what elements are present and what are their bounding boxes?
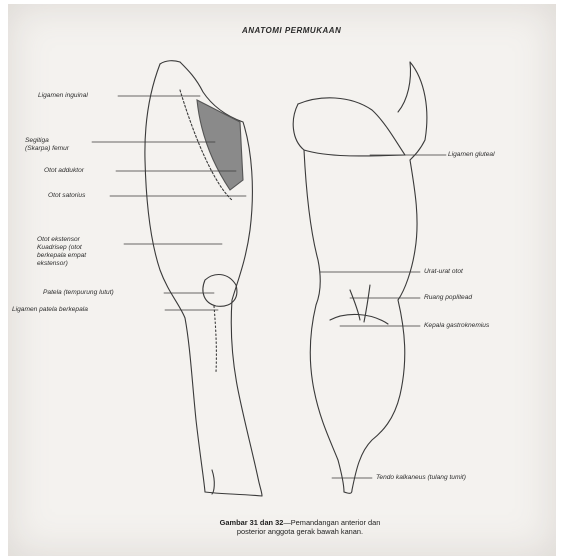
label-otot-adduktor: Otot adduktor [44, 167, 84, 175]
label-ruang-poplitead: Ruang poplitead [424, 294, 472, 302]
caption-bold: Gambar 31 dan 32 [220, 518, 284, 527]
label-urat-urat-otot: Urat-urat otot [424, 268, 463, 276]
caption-line2: posterior anggota gerak bawah kanan. [237, 527, 363, 536]
posterior-leg-drawing [293, 62, 427, 493]
caption-line1: —Pemandangan anterior dan [283, 518, 380, 527]
label-kepala-gastroknemius: Kepala gastroknemius [424, 322, 489, 330]
label-segitiga: Segitiga [25, 137, 49, 145]
figure-caption: Gambar 31 dan 32—Pemandangan anterior da… [150, 518, 450, 536]
label-ligamen-patela: Ligamen patela berkepala [12, 306, 88, 314]
label-ekstensor: ekstensor) [37, 260, 68, 268]
label-otot-satorius: Otot satorius [48, 192, 85, 200]
label-ligamen-inguinal: Ligamen inguinal [38, 92, 88, 100]
label-ligamen-gluteal: Ligamen gluteal [448, 151, 495, 159]
label-tendo-kalkaneus: Tendo kalkaneus (tulang tumit) [376, 474, 466, 482]
label-berkepala-empat: berkepala empat [37, 252, 86, 260]
label-kuadrisep: Kuadrisep (otot [37, 244, 82, 252]
label-otot-ekstensor: Otot ekstensor [37, 236, 80, 244]
label-skarpa-femur: (Skarpa) femur [25, 145, 69, 153]
label-patela: Patela (tempurung lutut) [43, 289, 114, 297]
anterior-leg-drawing [145, 61, 262, 496]
